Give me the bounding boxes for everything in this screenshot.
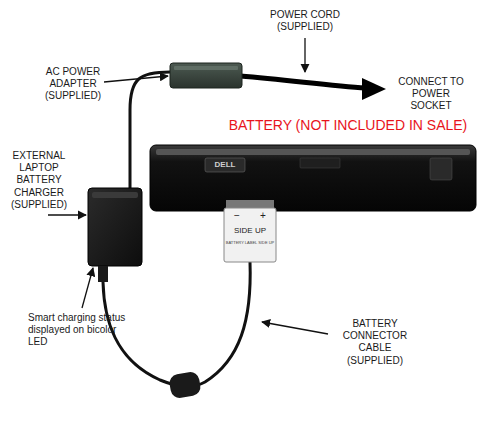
brand-mark: DELL bbox=[205, 160, 245, 170]
connector-marking: SIDE UP bbox=[224, 226, 276, 236]
battery-logo-plate bbox=[205, 158, 245, 172]
adapter-highlight bbox=[174, 66, 238, 70]
polarity-mark: + bbox=[256, 210, 270, 222]
connector-cable bbox=[103, 262, 250, 386]
charger-highlight bbox=[92, 192, 138, 198]
leader-arrow bbox=[262, 322, 328, 334]
ferrite-core bbox=[168, 371, 202, 400]
cord-arrowhead bbox=[362, 78, 386, 100]
connector-marking: BATTERY LABEL SIDE UP bbox=[224, 241, 276, 246]
leader-arrow bbox=[48, 214, 86, 215]
battery-charger bbox=[88, 188, 142, 266]
callout-label: BATTERY CONNECTOR CABLE (SUPPLIED) bbox=[330, 318, 420, 367]
callout-label: EXTERNAL LAPTOP BATTERY CHARGER (SUPPLIE… bbox=[2, 150, 76, 211]
battery-edge bbox=[156, 149, 470, 155]
battery-connector bbox=[224, 208, 276, 262]
laptop-battery bbox=[150, 145, 476, 211]
battery-sticker bbox=[300, 158, 340, 168]
warning-label: BATTERY (NOT INCLUDED IN SALE) bbox=[228, 118, 468, 132]
leader-arrow bbox=[104, 76, 168, 82]
leader-arrow bbox=[82, 268, 93, 308]
ac-adapter bbox=[170, 63, 242, 88]
cable-strain-relief bbox=[98, 266, 108, 282]
polarity-mark: − bbox=[230, 210, 244, 222]
battery-label bbox=[430, 158, 452, 180]
callout-label: CONNECT TO POWER SOCKET bbox=[392, 76, 470, 113]
callout-label: AC POWER ADAPTER (SUPPLIED) bbox=[38, 66, 108, 103]
power-cord bbox=[240, 76, 366, 88]
note-label: Smart charging status displayed on bicol… bbox=[28, 312, 128, 349]
leader-arrow bbox=[304, 38, 305, 72]
callout-label: POWER CORD (SUPPLIED) bbox=[262, 9, 348, 33]
